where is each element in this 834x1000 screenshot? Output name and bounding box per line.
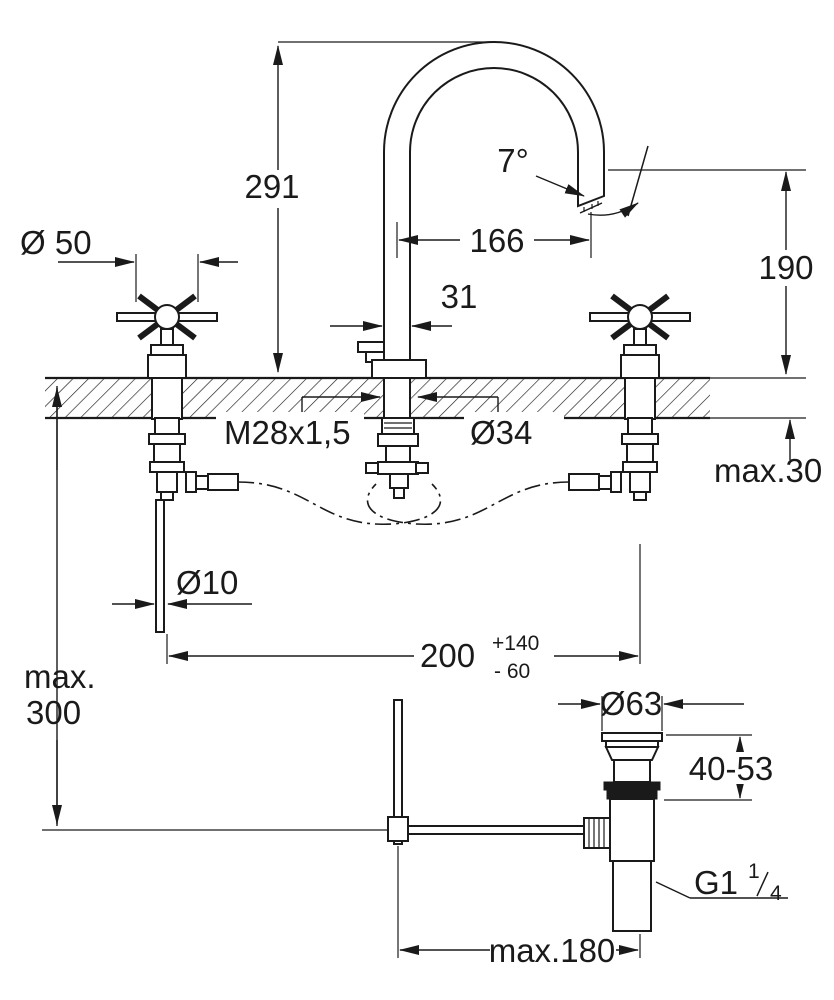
dim-291 — [273, 41, 492, 373]
dim-thread-label: M28x1,5 — [224, 414, 351, 451]
dim-190-label: 190 — [758, 249, 813, 286]
dim-200-plus-label: +140 — [492, 632, 539, 655]
dim-200-minus-label: - 60 — [494, 660, 530, 683]
dim-max300-label-line2: 300 — [26, 694, 81, 731]
dim-166 — [396, 212, 592, 258]
dim-d34-leader — [417, 392, 499, 414]
countertop-hatch — [45, 378, 710, 418]
right-valve — [568, 293, 691, 501]
dim-max30-label: max.30 — [714, 452, 822, 489]
label-panel — [692, 752, 774, 784]
dim-max180 — [397, 846, 641, 958]
dim-31-label: 31 — [441, 278, 478, 315]
drain-assembly — [42, 699, 663, 932]
spout — [357, 41, 605, 379]
dim-190 — [608, 169, 806, 375]
dim-g1-leader — [655, 881, 788, 899]
spout-side-detail — [357, 341, 385, 353]
drain-knurled-knob — [583, 817, 611, 849]
spout-shank-hole — [383, 376, 411, 420]
dim-g1-numerator: 1 — [748, 860, 760, 883]
drain-body — [601, 732, 663, 932]
dimension-graphics — [52, 41, 806, 958]
rod-clamp — [387, 816, 409, 842]
dimension-labels: 291 7° 166 190 Ø 50 31 M28x1,5 Ø34 max.3… — [20, 142, 822, 969]
label-panel — [464, 412, 564, 450]
dim-d63-label: Ø63 — [600, 685, 662, 722]
pop-up-lever — [403, 825, 587, 835]
flexible-hoses — [237, 481, 570, 525]
dim-d63 — [558, 696, 744, 731]
right-hose-fitting — [568, 471, 622, 493]
dim-angle-7 — [535, 145, 649, 218]
dim-max300-label-line1: max. — [24, 658, 96, 695]
spout-shank-tee — [365, 417, 429, 499]
hose-left — [237, 481, 442, 525]
dim-thread-leader — [301, 392, 381, 414]
spout-tube — [383, 41, 605, 379]
dim-d50 — [58, 254, 238, 302]
dim-max180-label: max.180 — [489, 932, 616, 969]
right-valve-shank-hole — [624, 376, 656, 420]
dim-200 — [166, 544, 641, 664]
pop-up-rod-lower — [393, 699, 403, 845]
dim-d50-label: Ø 50 — [20, 224, 92, 261]
dim-40-53 — [664, 734, 752, 801]
dim-g1-denominator: 4 — [770, 882, 782, 905]
dim-200-label: 200 — [420, 637, 475, 674]
dim-d10-label: Ø10 — [176, 564, 238, 601]
aerator-lines — [579, 201, 603, 214]
drain-seal-band — [603, 781, 661, 791]
pop-up-rod — [155, 499, 165, 633]
hose-right — [366, 481, 570, 525]
dim-d34-label: Ø34 — [470, 414, 532, 451]
dim-40-53-label: 40-53 — [689, 750, 773, 787]
cross-handle-left — [116, 293, 218, 341]
dim-166-label: 166 — [469, 222, 524, 259]
label-panel — [216, 412, 364, 450]
left-hose-fitting — [185, 471, 239, 493]
fraction-slash — [756, 871, 769, 897]
left-valve — [116, 293, 239, 633]
left-valve-shank-hole — [151, 376, 183, 420]
dim-g1-label: G1 — [694, 864, 738, 901]
spout-escutcheon — [371, 359, 427, 379]
dim-angle-label: 7° — [497, 142, 529, 179]
drain-seal-band — [606, 790, 658, 800]
cross-handle-right — [589, 293, 691, 341]
dim-291-label: 291 — [244, 168, 299, 205]
